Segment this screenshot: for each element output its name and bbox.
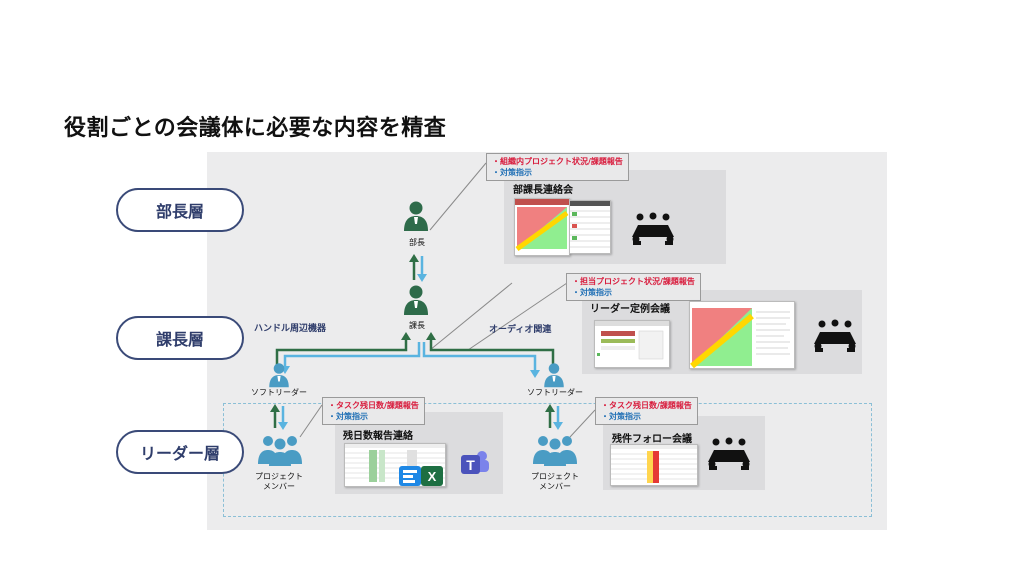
note-bucho-line2: ・対策指示 bbox=[492, 168, 532, 177]
report-thumbnail-kacho-right bbox=[689, 301, 795, 369]
meeting-title-leader-left: 残日数報告連絡 bbox=[343, 431, 413, 442]
svg-text:T: T bbox=[466, 457, 475, 473]
note-leader-left: ・タスク残日数/課題報告 ・対策指示 bbox=[322, 397, 425, 425]
excel-app-icon: X bbox=[421, 466, 443, 486]
dashboard-thumbnail-icon bbox=[595, 321, 669, 360]
callout-line-leader-left bbox=[299, 404, 323, 438]
member-group-right-icon bbox=[533, 436, 577, 466]
role-kacho: 課長 bbox=[409, 321, 425, 330]
note-leader-left-line2: ・対策指示 bbox=[328, 412, 368, 421]
note-leader-left-line1: ・タスク残日数/課題報告 bbox=[328, 401, 419, 410]
note-kacho-line1: ・担当プロジェクト状況/課題報告 bbox=[572, 277, 695, 286]
meeting-title-kacho: リーダー定例会議 bbox=[590, 304, 670, 315]
svg-text:X: X bbox=[428, 469, 437, 484]
table-thumbnail-icon bbox=[570, 201, 610, 248]
level-leader: リーダー層 bbox=[116, 430, 244, 474]
note-bucho: ・組織内プロジェクト状況/課題報告 ・対策指示 bbox=[486, 153, 629, 181]
person-kacho-icon bbox=[404, 285, 428, 315]
side-label-left: ハンドル周辺機器 bbox=[254, 324, 327, 334]
person-leader-right-icon bbox=[544, 363, 564, 388]
teams-app-icon: T bbox=[461, 451, 489, 474]
spreadsheet-thumbnail-icon bbox=[611, 445, 697, 483]
report-thumbnail-bucho-chart bbox=[514, 198, 570, 256]
report-thumbnail-kacho-left bbox=[594, 320, 670, 368]
role-leader-right: ソフトリーダー bbox=[527, 388, 583, 397]
member-group-left-icon bbox=[258, 436, 302, 466]
role-bucho: 部長 bbox=[409, 238, 425, 247]
arrow-down-blue bbox=[417, 274, 427, 282]
note-leader-right: ・タスク残日数/課題報告 ・対策指示 bbox=[595, 397, 698, 425]
meeting-icon-kacho bbox=[814, 319, 856, 352]
note-bucho-line1: ・組織内プロジェクト状況/課題報告 bbox=[492, 157, 623, 166]
callout-line-leader-right bbox=[569, 409, 596, 438]
arrow-up-green bbox=[409, 254, 419, 262]
page-title: 役割ごとの会議体に必要な内容を精査 bbox=[64, 116, 447, 141]
note-kacho-line2: ・対策指示 bbox=[572, 288, 612, 297]
meeting-title-leader-right: 残件フォロー会議 bbox=[612, 434, 692, 445]
note-kacho: ・担当プロジェクト状況/課題報告 ・対策指示 bbox=[566, 273, 701, 301]
side-label-right: オーディオ関連 bbox=[489, 325, 552, 335]
person-leader-left-icon bbox=[269, 363, 289, 388]
report-thumbnail-bucho-table bbox=[569, 200, 611, 254]
role-leader-left: ソフトリーダー bbox=[251, 388, 307, 397]
note-leader-right-line1: ・タスク残日数/課題報告 bbox=[601, 401, 692, 410]
person-bucho-icon bbox=[404, 201, 428, 231]
level-kacho: 課長層 bbox=[116, 316, 244, 360]
note-leader-right-line2: ・対策指示 bbox=[601, 412, 641, 421]
role-member-left-line1: プロジェクト bbox=[255, 472, 303, 481]
meeting-title-bucho: 部課長連絡会 bbox=[513, 185, 573, 196]
chart-thumbnail-icon bbox=[515, 199, 569, 252]
role-member-right-line1: プロジェクト bbox=[531, 472, 579, 481]
callout-line-bucho bbox=[429, 162, 487, 231]
callout-line-kacho-a bbox=[429, 282, 513, 351]
meeting-icon-bucho bbox=[632, 212, 674, 245]
callout-line-kacho-b bbox=[467, 282, 568, 351]
chart-thumbnail-icon bbox=[690, 308, 790, 368]
report-thumbnail-leader-right bbox=[610, 444, 698, 486]
meeting-icon-leader bbox=[708, 437, 750, 470]
role-member-right-line2: メンバー bbox=[539, 482, 571, 491]
level-bucho: 部長層 bbox=[116, 188, 244, 232]
planner-app-icon bbox=[399, 466, 421, 486]
role-member-left-line2: メンバー bbox=[263, 482, 295, 491]
